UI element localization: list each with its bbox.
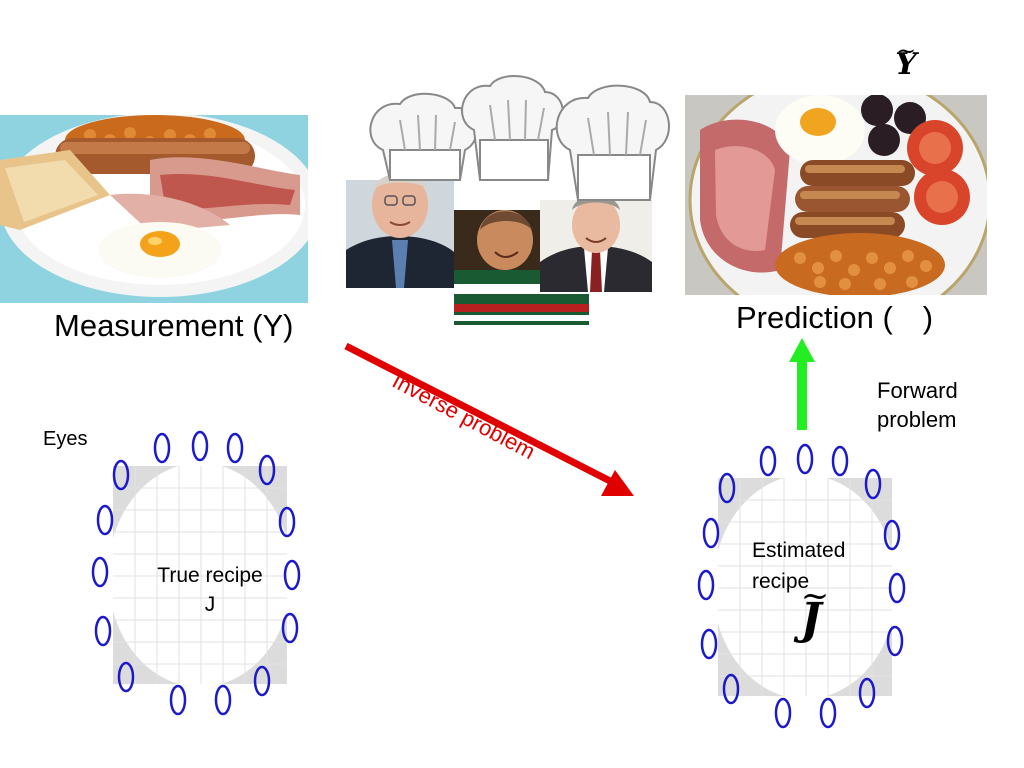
estimated-recipe-grid bbox=[713, 475, 897, 699]
eye-icon bbox=[214, 684, 232, 716]
chef-hat-icon bbox=[555, 84, 670, 201]
eye-icon bbox=[700, 628, 718, 660]
eye-icon bbox=[722, 673, 740, 705]
breakfast-photo-measurement bbox=[0, 115, 308, 303]
eye-icon bbox=[94, 615, 112, 647]
prediction-label-open: Prediction ( bbox=[736, 300, 893, 335]
eye-icon bbox=[888, 572, 906, 604]
y-symbol: Y bbox=[895, 47, 917, 82]
eye-icon bbox=[169, 684, 187, 716]
j-tilde-mark: ~ bbox=[800, 576, 830, 616]
inverse-problem-arrow bbox=[344, 342, 634, 496]
estimated-recipe-line2: recipe bbox=[752, 570, 810, 593]
eye-icon bbox=[697, 569, 715, 601]
eye-icon bbox=[831, 445, 849, 477]
eye-icon bbox=[278, 506, 296, 538]
chef-hat-icon bbox=[461, 74, 565, 181]
chef-hat-icon bbox=[369, 92, 478, 181]
eye-icon bbox=[253, 665, 271, 697]
eye-icon bbox=[883, 519, 901, 551]
estimated-recipe-line1: Estimated bbox=[752, 539, 846, 562]
forward-problem-label: Forward problem bbox=[877, 376, 958, 434]
true-recipe-grid bbox=[108, 463, 292, 687]
eye-icon bbox=[96, 504, 114, 536]
true-recipe-eyes bbox=[91, 430, 301, 716]
j-tilde-symbol: ~ J bbox=[788, 576, 834, 642]
eye-icon bbox=[191, 430, 209, 462]
estimated-recipe-label: Estimated recipe bbox=[752, 535, 845, 597]
eye-icon bbox=[258, 454, 276, 486]
prediction-label-close: ) bbox=[922, 300, 934, 335]
eye-icon bbox=[774, 697, 792, 729]
eye-icon bbox=[819, 697, 837, 729]
estimated-recipe-eyes bbox=[697, 443, 906, 729]
j-symbol: J bbox=[800, 594, 822, 645]
eye-icon bbox=[718, 472, 736, 504]
eye-icon bbox=[886, 625, 904, 657]
forward-label-line1: Forward bbox=[877, 378, 958, 403]
eye-icon bbox=[864, 468, 882, 500]
eye-icon bbox=[91, 556, 109, 588]
eye-icon bbox=[226, 432, 244, 464]
breakfast-photo-prediction bbox=[685, 95, 987, 295]
eye-icon bbox=[281, 612, 299, 644]
true-recipe-line1: True recipe bbox=[157, 564, 263, 587]
true-recipe-symbol: J bbox=[204, 593, 216, 616]
forward-problem-arrow bbox=[789, 338, 815, 430]
eye-icon bbox=[283, 559, 301, 591]
y-tilde-mark: ~ bbox=[895, 37, 917, 65]
eye-icon bbox=[796, 443, 814, 475]
prediction-label: Prediction () bbox=[736, 300, 933, 336]
eyes-label: Eyes bbox=[43, 428, 88, 450]
eye-icon bbox=[117, 661, 135, 693]
y-tilde-symbol: ~ Y bbox=[889, 37, 923, 82]
chef-photo-3 bbox=[540, 195, 652, 292]
eye-icon bbox=[702, 517, 720, 549]
measurement-label: Measurement (Y) bbox=[54, 308, 294, 343]
eye-icon bbox=[759, 445, 777, 477]
eye-icon bbox=[153, 432, 171, 464]
true-recipe-label: True recipe J bbox=[140, 561, 280, 619]
forward-label-line2: problem bbox=[877, 407, 957, 432]
eye-icon bbox=[858, 677, 876, 709]
eye-icon bbox=[112, 459, 130, 491]
